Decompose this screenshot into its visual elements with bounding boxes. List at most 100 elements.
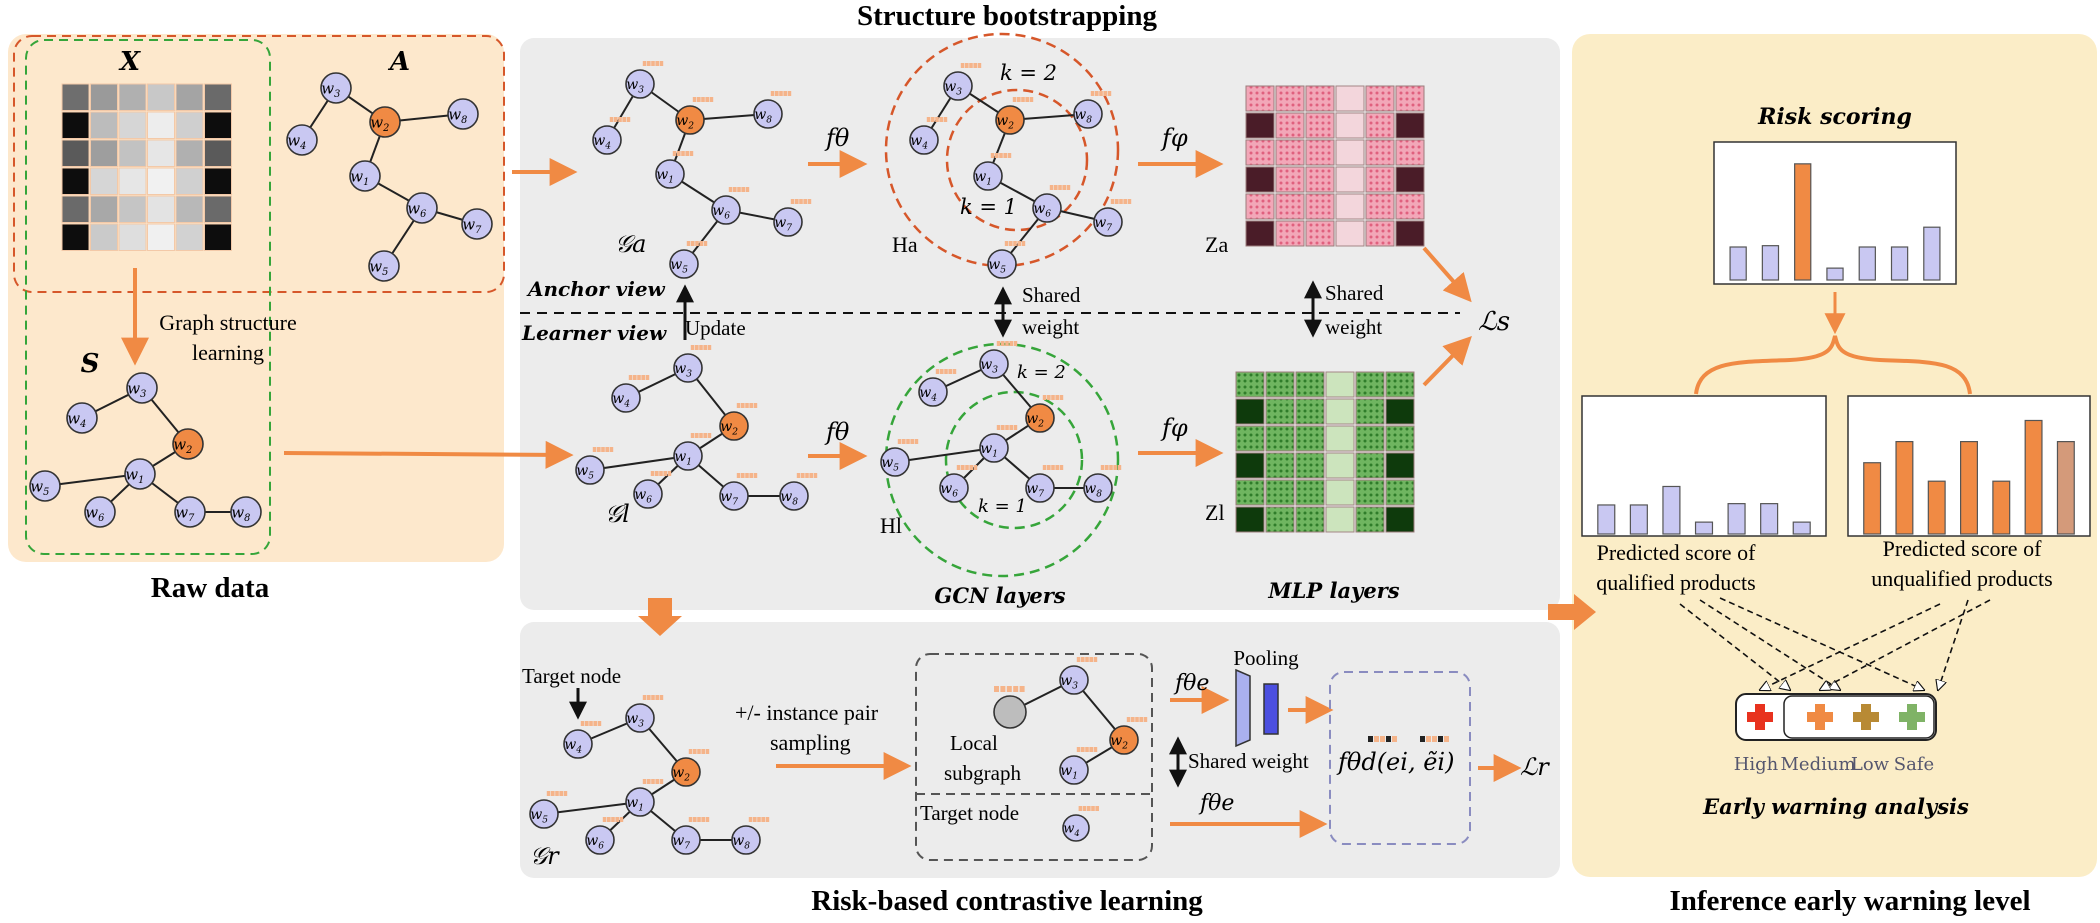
node-w6 — [1032, 193, 1062, 223]
node-feature-chip — [592, 447, 614, 452]
node-feature-chip — [935, 369, 957, 374]
node-w2 — [671, 757, 701, 787]
down-arrow-to-risk — [638, 598, 682, 636]
node-w1 — [973, 161, 1003, 191]
k1-label-anchor: k = 1 — [960, 195, 1017, 219]
node-w6 — [939, 473, 969, 503]
pooled-vector — [1263, 683, 1279, 735]
node-w6 — [84, 496, 116, 528]
node-w3 — [979, 349, 1009, 379]
node-w2 — [369, 106, 401, 138]
warning-level-high: High — [1734, 754, 1779, 775]
target-node-label-2: Target node — [920, 801, 1019, 825]
node-feature-chip — [690, 433, 712, 438]
to-learner-arrow — [283, 440, 574, 469]
node-feature-chip — [580, 721, 602, 726]
ha-label: Ha — [892, 232, 918, 257]
bar — [1597, 504, 1616, 535]
node-w5 — [29, 470, 61, 502]
mlp-layers-label: MLP layers — [1267, 578, 1399, 603]
risk-scoring-chart — [1713, 141, 1957, 285]
bar — [1792, 521, 1811, 535]
warning-level-low: Low — [1851, 754, 1890, 775]
node-feature-chip — [642, 695, 664, 700]
node-feature-chip — [1090, 91, 1112, 96]
node-w5 — [368, 250, 400, 282]
gr-label: 𝒢r — [530, 842, 560, 870]
pred-qualified-2: qualified products — [1596, 570, 1755, 595]
za-label: Za — [1205, 232, 1228, 257]
node-w5 — [669, 249, 699, 279]
warning-level-inner — [1783, 695, 1935, 739]
node-feature-chip — [628, 375, 650, 380]
local-subgraph-1: Local — [950, 731, 998, 755]
node-w3 — [943, 71, 973, 101]
update-label: Update — [685, 316, 746, 340]
node-w3 — [1059, 665, 1089, 695]
warning-level-bar — [1735, 693, 1937, 741]
node-w4 — [1062, 814, 1090, 842]
bar — [1927, 480, 1946, 535]
a-label: A — [387, 47, 410, 77]
bar — [1761, 245, 1780, 281]
node-feature-chip — [956, 465, 978, 470]
node-feature-chip — [736, 403, 758, 408]
k2-label-learner: k = 2 — [1017, 362, 1066, 383]
node-feature-chip — [926, 117, 948, 122]
node-feature-chip — [728, 187, 750, 192]
embedding-chips — [1368, 736, 1449, 742]
node-feature-chip — [692, 97, 714, 102]
shared-weight-gcn-2: weight — [1022, 315, 1079, 339]
s-label: S — [81, 349, 100, 379]
arrow-to-inference — [1548, 594, 1596, 630]
node-feature-chip — [650, 471, 672, 476]
k2-label-anchor: k = 2 — [1000, 61, 1057, 85]
node-feature-chip — [1042, 465, 1064, 470]
node-feature-chip — [1004, 241, 1026, 246]
node-feature-chip — [690, 345, 712, 350]
hop-circle-k1-learner — [944, 390, 1084, 530]
node-w2 — [1109, 725, 1139, 755]
anonymized-target-node — [993, 695, 1027, 729]
node-feature-chip — [546, 791, 568, 796]
node-w7 — [1093, 207, 1123, 237]
bar — [1794, 163, 1812, 281]
hop-circle-k1-anchor — [945, 88, 1089, 232]
target-node-label: Target node — [522, 664, 621, 688]
node-feature-chip — [1076, 747, 1098, 752]
node-feature-chip — [990, 153, 1012, 158]
pred-unqualified-2: unqualified products — [1871, 566, 2052, 591]
node-feature-chip — [688, 749, 710, 754]
node-w5 — [575, 455, 605, 485]
ftheta-label-bottom: fθ — [824, 418, 850, 446]
gsl-label-line1: Graph structure — [159, 310, 296, 335]
node-feature-chip — [1078, 806, 1099, 811]
ftheta-e-bottom: fθe — [1198, 791, 1234, 816]
gsl-label-line2: learning — [192, 340, 264, 365]
loss-r: ℒr — [1520, 753, 1550, 781]
learner-view-label: Learner view — [521, 321, 667, 345]
risk-scoring-title: Risk scoring — [1757, 104, 1912, 130]
bar — [2024, 419, 2043, 535]
node-w1 — [625, 787, 655, 817]
inference-panel — [1572, 34, 2097, 877]
x-matrix-label: X — [118, 47, 142, 77]
bar — [1858, 246, 1876, 281]
node-w5 — [529, 799, 559, 829]
zl-label: Zl — [1205, 500, 1225, 525]
node-w7 — [719, 481, 749, 511]
node-w8 — [230, 496, 262, 528]
node-w1 — [655, 159, 685, 189]
bar — [1895, 441, 1914, 535]
node-w1 — [1059, 755, 1089, 785]
bar — [1727, 503, 1746, 535]
bar — [1863, 462, 1882, 535]
node-w2 — [995, 105, 1025, 135]
pooling-label: Pooling — [1233, 646, 1299, 670]
node-w3 — [673, 353, 703, 383]
warning-cross-medium — [1807, 704, 1833, 730]
